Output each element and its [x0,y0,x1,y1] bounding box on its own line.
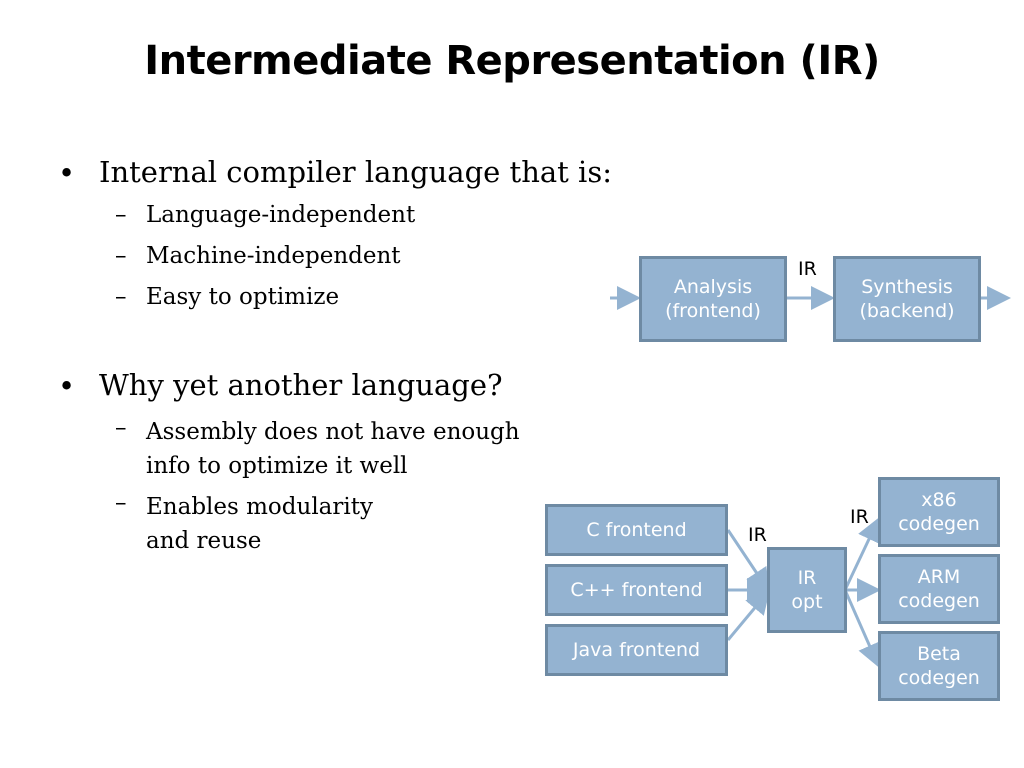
bullet-2: Why yet another language? [99,368,503,402]
bullet-1: Internal compiler language that is: [99,155,612,189]
sub-bullet-2-1: Assembly does not have enough info to op… [146,419,520,479]
sub-bullet-2-2: Enables modularity and reuse [146,494,373,554]
dash: – [115,202,127,228]
arrow-java-to-opt [726,589,770,641]
bullet-dot: • [58,369,76,403]
ir-label-out: IR [850,506,869,528]
synthesis-backend-box: Synthesis (backend) [833,256,981,342]
analysis-frontend-box: Analysis (frontend) [639,256,787,342]
cpp-frontend-box: C++ frontend [545,564,728,616]
dash: – [115,284,127,310]
sub-bullet-1-1: Language-independent [146,202,416,228]
ir-label-in: IR [748,524,767,546]
dash: – [115,490,127,516]
beta-codegen-box: Beta codegen [878,631,1000,701]
arm-codegen-box: ARM codegen [878,554,1000,624]
arrow-opt-to-x86 [843,517,880,591]
sub-bullet-1-2: Machine-independent [146,243,401,269]
bullet-dot: • [58,156,76,190]
c-frontend-box: C frontend [545,504,728,556]
arrow-opt-to-beta [843,589,881,668]
ir-opt-box: IR opt [767,547,847,633]
slide-title: Intermediate Representation (IR) [144,38,880,84]
sub-bullet-1-3: Easy to optimize [146,284,340,310]
x86-codegen-box: x86 codegen [878,477,1000,547]
java-frontend-box: Java frontend [545,624,728,676]
dash: – [115,243,127,269]
ir-label: IR [798,258,817,280]
dash: – [115,415,127,441]
